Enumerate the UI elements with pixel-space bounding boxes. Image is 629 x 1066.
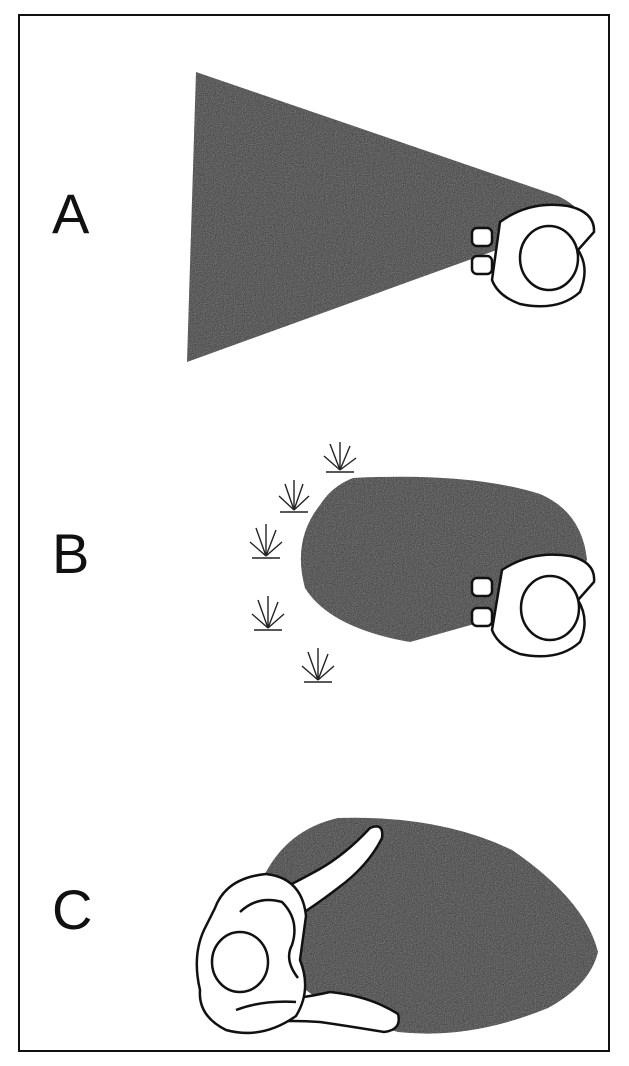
shrub-icon: [279, 480, 309, 512]
panel-a-illustration: [187, 72, 594, 362]
panel-b-illustration: [250, 442, 594, 682]
shrub-icon: [252, 596, 284, 630]
shrub-icon: [302, 648, 334, 682]
panel-c-illustration: [197, 818, 598, 1034]
shrub-icon: [250, 524, 282, 558]
shrub-icon: [324, 442, 356, 472]
